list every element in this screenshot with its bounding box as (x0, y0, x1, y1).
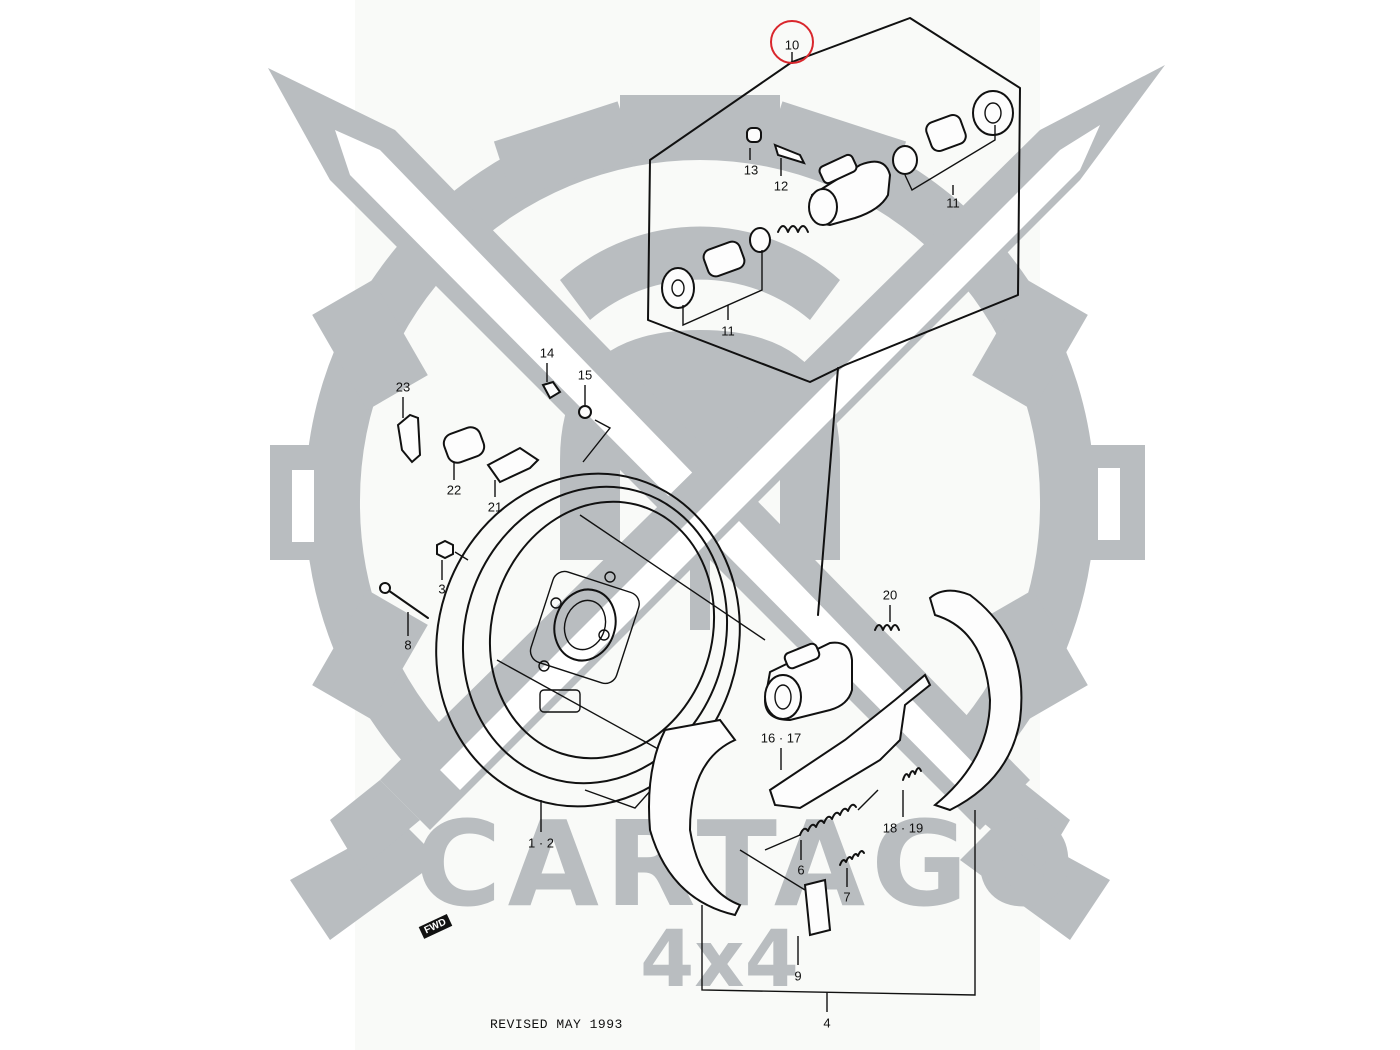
part-label-6[interactable]: 6 (797, 862, 805, 878)
part-label-13[interactable]: 13 (743, 162, 759, 178)
part-label-7[interactable]: 7 (843, 889, 851, 905)
cup-seal-right-icon (972, 90, 1014, 136)
plug-22-icon (442, 426, 486, 464)
part-label-11-left[interactable]: 11 (721, 323, 735, 339)
spring-7-icon (839, 850, 865, 866)
bolt-14-icon (541, 380, 562, 400)
kit-outline (647, 17, 1021, 383)
cup-seal-left-icon (661, 267, 695, 309)
adjuster-lever-icon (768, 673, 932, 810)
spring-18-19-icon (902, 767, 922, 781)
clip-23-icon (396, 413, 422, 464)
boot-left-icon (749, 227, 771, 253)
boot-right-icon (892, 145, 918, 175)
spring-6-icon (799, 803, 857, 836)
part-label-9[interactable]: 9 (794, 968, 802, 984)
nut-15-icon (578, 405, 592, 419)
backing-plate-drum-icon (435, 472, 741, 808)
spring-icon (777, 225, 809, 233)
brake-shoe-left-icon (648, 718, 742, 917)
part-label-21[interactable]: 21 (487, 499, 503, 515)
part-label-12[interactable]: 12 (773, 178, 789, 194)
bleeder-cap-icon (746, 127, 762, 143)
brake-shoe-right-icon (928, 589, 1023, 812)
watermark-brand: CARTAGO (415, 795, 1081, 933)
plug-21-icon (486, 446, 540, 484)
highlight-ring-part-10 (770, 20, 814, 64)
part-label-16-17[interactable]: 16 · 17 (760, 730, 802, 746)
piston-right-icon (925, 114, 967, 152)
bleeder-screw-icon (773, 143, 806, 165)
part-label-8[interactable]: 8 (404, 637, 412, 653)
spring-20-icon (874, 624, 900, 631)
retainer-plate-9-icon (803, 878, 832, 937)
bolt-8-icon (384, 587, 429, 619)
part-label-18-19[interactable]: 18 · 19 (882, 820, 924, 836)
revision-note: REVISED MAY 1993 (490, 1017, 623, 1032)
part-label-23[interactable]: 23 (395, 379, 411, 395)
part-label-11-right[interactable]: 11 (946, 195, 960, 211)
part-label-15[interactable]: 15 (577, 367, 593, 383)
piston-left-icon (702, 240, 746, 278)
part-label-22[interactable]: 22 (446, 482, 462, 498)
part-label-10[interactable]: 10 (784, 37, 800, 53)
part-label-3[interactable]: 3 (438, 581, 446, 597)
part-label-1-2[interactable]: 1 · 2 (527, 835, 555, 851)
nut-3-icon (436, 539, 454, 560)
part-label-14[interactable]: 14 (539, 345, 555, 361)
part-label-4[interactable]: 4 (823, 1015, 831, 1031)
part-label-20[interactable]: 20 (882, 587, 898, 603)
